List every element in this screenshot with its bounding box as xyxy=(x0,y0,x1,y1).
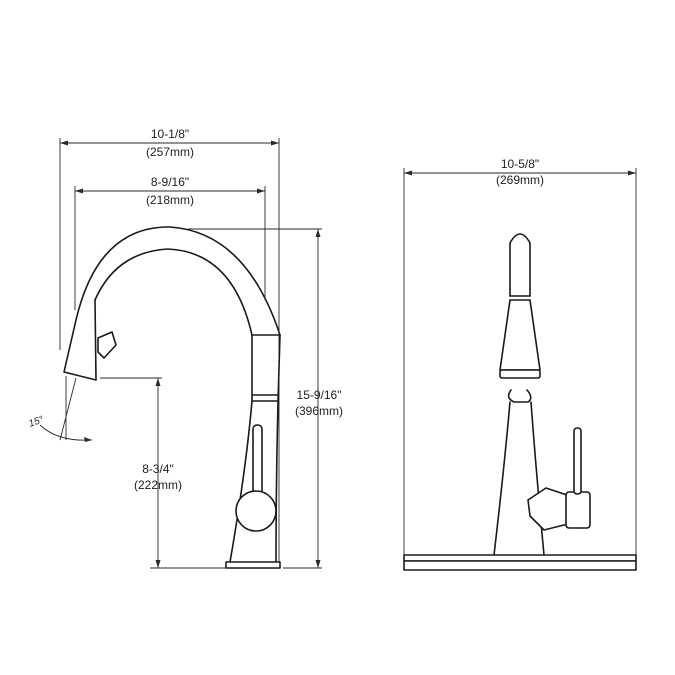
spout-height-imperial: 8-3/4" xyxy=(142,462,174,476)
overall-width-metric: (257mm) xyxy=(146,145,194,159)
overall-height-imperial: 15-9/16" xyxy=(297,388,342,402)
overall-width-dimension: 10-1/8" (257mm) xyxy=(59,127,280,568)
overall-width-imperial: 10-1/8" xyxy=(151,127,189,141)
deck-plate-width-metric: (269mm) xyxy=(496,173,544,187)
front-view: 10-5/8" (269mm) xyxy=(403,157,637,571)
spout-reach-imperial: 8-9/16" xyxy=(151,175,189,189)
spray-angle-label: 15° xyxy=(27,414,45,430)
faucet-front-outline xyxy=(403,233,637,571)
deck-plate-width-dimension: 10-5/8" (269mm) xyxy=(403,157,637,560)
spout-height-dimension: 8-3/4" (222mm) xyxy=(100,377,228,569)
side-view: 10-1/8" (257mm) 8-9/16" (218mm) 15-9/16"… xyxy=(27,127,343,569)
deck-plate-width-imperial: 10-5/8" xyxy=(501,157,539,171)
spout-height-metric: (222mm) xyxy=(134,478,182,492)
overall-height-metric: (396mm) xyxy=(295,404,343,418)
faucet-side-outline xyxy=(63,226,281,569)
spray-angle-indicator: 15° xyxy=(27,376,93,442)
spout-reach-dimension: 8-9/16" (218mm) xyxy=(74,175,266,310)
overall-height-dimension: 15-9/16" (396mm) xyxy=(188,228,343,569)
spout-reach-metric: (218mm) xyxy=(146,193,194,207)
